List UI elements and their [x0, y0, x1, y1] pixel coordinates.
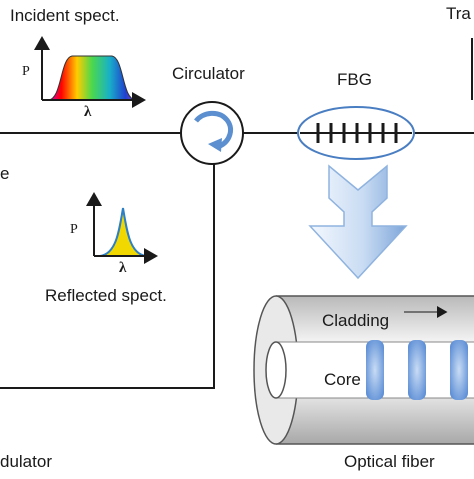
incident-spectrum-label: Incident spect. [10, 6, 120, 25]
fbg-label: FBG [337, 70, 372, 89]
cladding-label: Cladding [322, 311, 390, 330]
reflected-spectrum-plot [86, 192, 158, 264]
reflected-power-axis-label: P [70, 222, 78, 237]
circulator-label: Circulator [172, 64, 245, 83]
return-fiber-line [0, 160, 215, 389]
down-arrow-icon [308, 164, 408, 280]
reflected-spectrum-label: Reflected spect. [45, 286, 167, 305]
optical-fiber-label: Optical fiber [344, 452, 435, 471]
modulator-partial-label: dulator [0, 452, 52, 471]
grating-bands [366, 340, 468, 400]
incident-power-axis-label: P [22, 64, 30, 79]
incident-wavelength-axis-label: λ [84, 104, 92, 120]
circulator-icon [180, 101, 244, 165]
incident-spectrum-plot [34, 36, 146, 108]
left-edge-partial-label: e [0, 164, 10, 183]
reflected-wavelength-axis-label: λ [119, 260, 127, 276]
fiber-cylinder-icon [253, 295, 474, 445]
core-label: Core [324, 370, 361, 389]
fbg-grating-icon [297, 106, 415, 160]
transmitted-spectrum-label: Tra [446, 4, 471, 23]
